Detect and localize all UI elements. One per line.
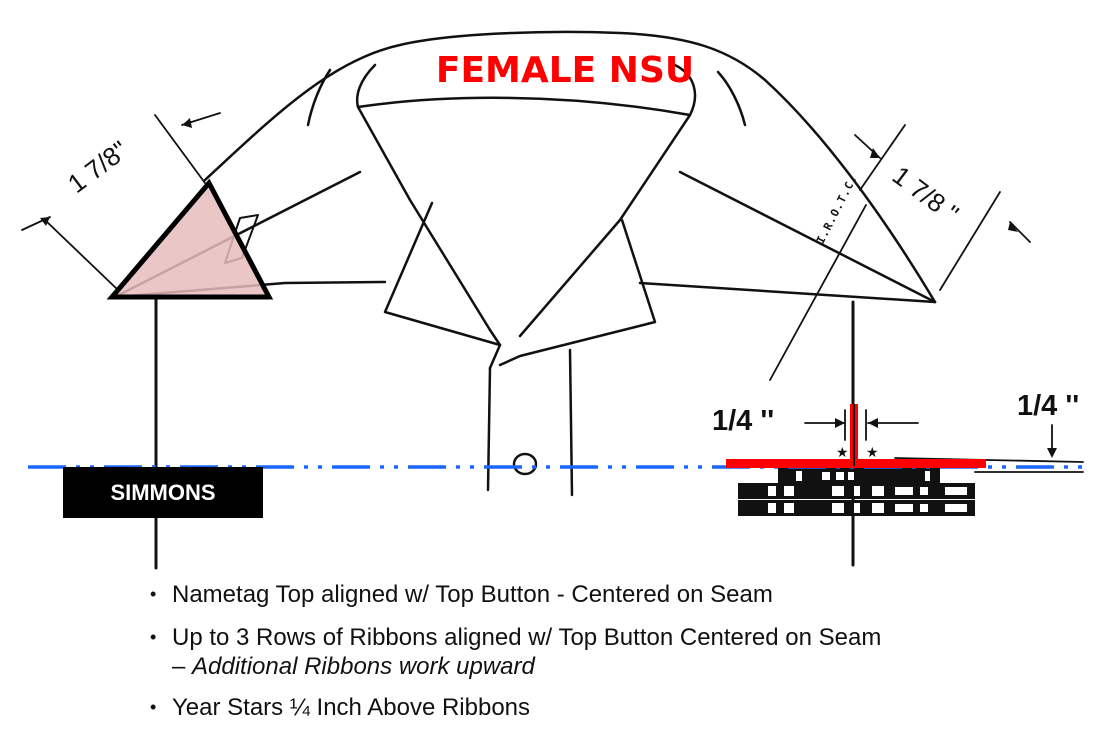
nametag: SIMMONS [63,467,263,518]
diagram-title: FEMALE NSU [435,50,695,91]
instruction-list: Nametag Top aligned w/ Top Button - Cent… [150,580,892,736]
instruction-item: Year Stars ¼ Inch Above Ribbons [150,693,892,722]
collar-outer-left [203,30,937,304]
instruction-item: Up to 3 Rows of Ribbons aligned w/ Top B… [150,623,892,681]
top-button [512,452,538,476]
year-star-left: ★ [836,445,849,461]
stars-above-ribbons-dimension: 1/4 '' [1017,390,1080,422]
collar-band [356,63,697,117]
ribbon-rack [738,468,975,516]
year-star-right: ★ [866,445,879,461]
nametag-text: SIMMONS [110,479,216,505]
star-gap-dimension: 1/4 '' [712,405,775,437]
collar-device-highlight [106,178,274,300]
instruction-item: Nametag Top aligned w/ Top Button - Cent… [150,580,892,609]
